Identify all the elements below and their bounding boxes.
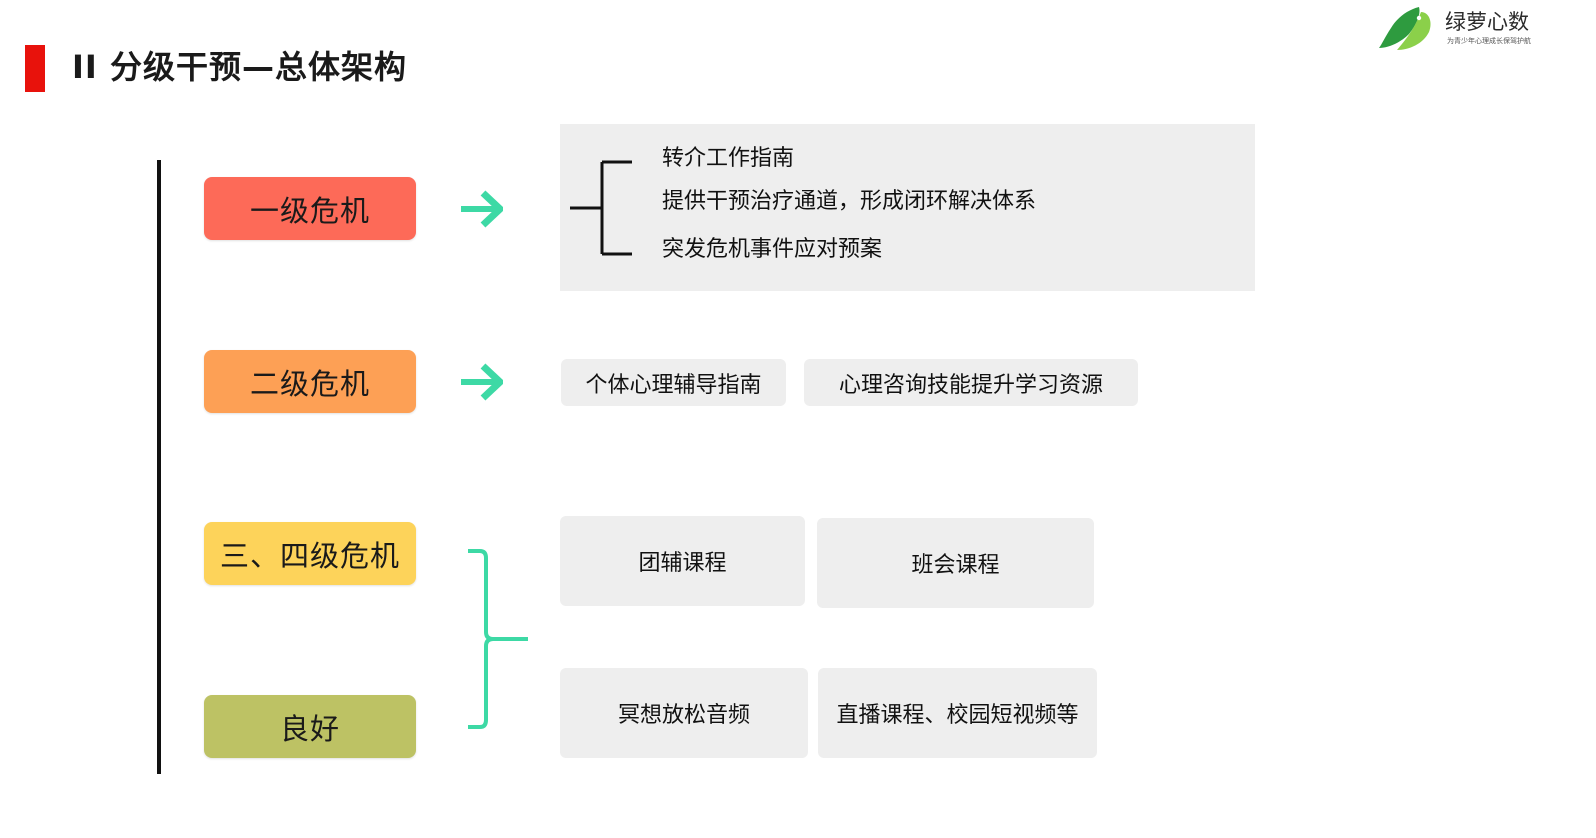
level-1-item: 转介工作指南 — [662, 146, 795, 171]
level-good: 良好 — [204, 695, 416, 758]
level-2-card: 个体心理辅导指南 — [561, 359, 786, 406]
page-title: II 分级干预—总体架构 — [72, 48, 407, 86]
level-2-card: 心理咨询技能提升学习资源 — [804, 359, 1138, 406]
level-1-item: 提供干预治疗通道，形成闭环解决体系 — [662, 189, 1037, 214]
level-3-4-card: 班会课程 — [817, 518, 1094, 608]
level-label: 一级危机 — [249, 193, 370, 228]
level-label: 二级危机 — [249, 366, 370, 401]
level-3-4-card: 冥想放松音频 — [560, 668, 808, 758]
logo-name: 绿萝心数 — [1445, 10, 1529, 34]
logo-tagline: 为青少年心理成长保驾护航 — [1447, 37, 1531, 45]
brace-connector — [468, 549, 528, 729]
level-1-crisis: 一级危机 — [204, 177, 416, 240]
level-1-resources-panel — [560, 124, 1255, 291]
level-2-crisis: 二级危机 — [204, 350, 416, 413]
level-1-item: 突发危机事件应对预案 — [662, 237, 883, 262]
right-arrow-icon — [461, 190, 503, 228]
title-accent-bar — [25, 45, 45, 92]
level-label: 良好 — [279, 711, 340, 746]
level-label: 三、四级危机 — [219, 538, 400, 573]
level-3-4-crisis: 三、四级危机 — [204, 522, 416, 585]
level-3-4-card: 团辅课程 — [560, 516, 805, 606]
level-3-4-card: 直播课程、校园短视频等 — [818, 668, 1097, 758]
timeline-line — [157, 160, 161, 774]
bracket-connector — [570, 160, 632, 256]
leaf-bird-logo-icon — [1379, 7, 1431, 50]
right-arrow-icon — [461, 363, 503, 401]
